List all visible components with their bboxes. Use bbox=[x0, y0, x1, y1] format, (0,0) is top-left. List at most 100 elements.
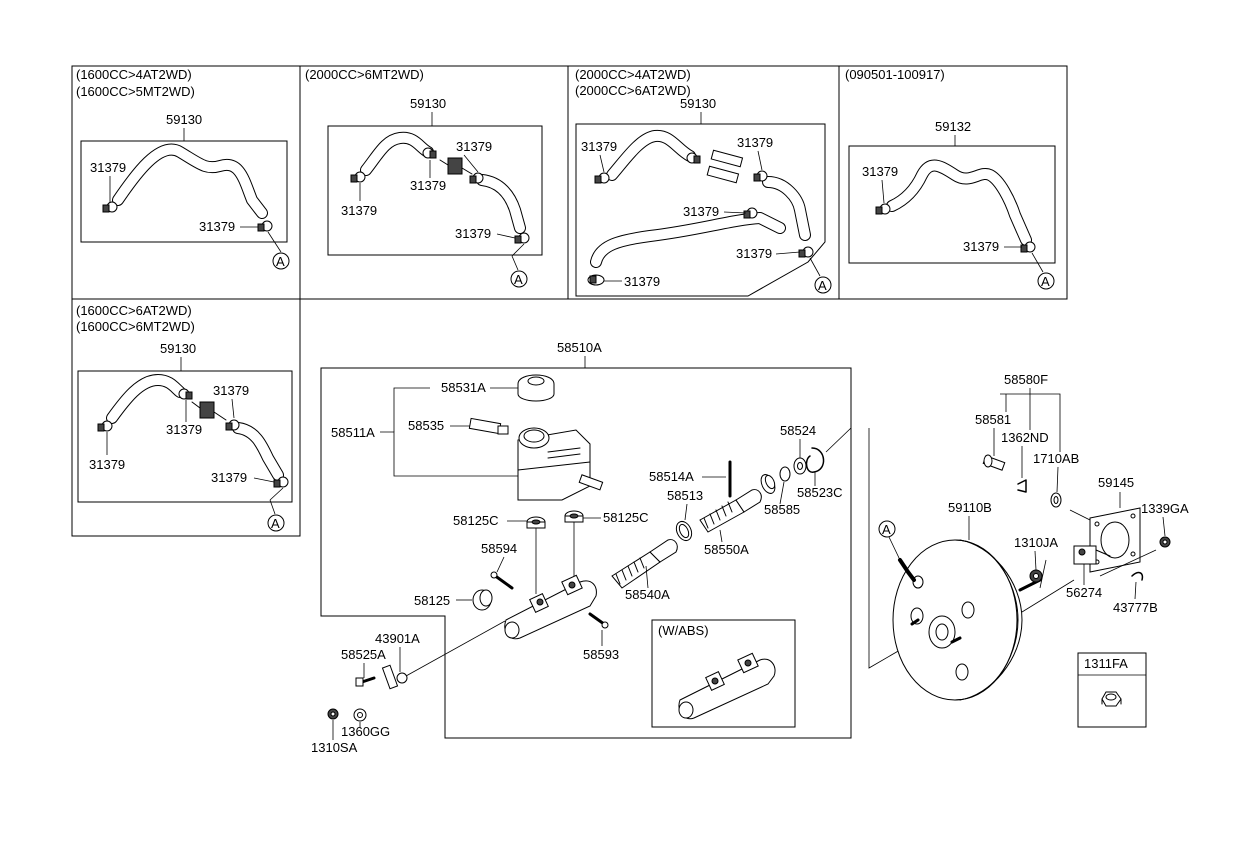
hose-clamp-icon bbox=[875, 203, 891, 215]
panel-5-title-1: (1600CC>6AT2WD) bbox=[76, 303, 192, 318]
panel-5-clamp-label-c: 31379 bbox=[89, 457, 125, 472]
panel-2-clamp-label-b: 31379 bbox=[410, 178, 446, 193]
hose-clamp-icon bbox=[257, 220, 273, 232]
panel-4-hose-label: 59132 bbox=[935, 119, 971, 134]
hose-clamp-icon bbox=[514, 232, 530, 244]
plug-icon bbox=[472, 589, 493, 611]
panel-2000cc-4at-6at: (2000CC>4AT2WD) (2000CC>6AT2WD) 59130 31… bbox=[575, 67, 832, 297]
panel-1-ref: A bbox=[276, 254, 285, 269]
clip-label: 43777B bbox=[1113, 600, 1158, 615]
ref-a-circle bbox=[272, 252, 290, 270]
panel-1600cc-6at-6mt: (1600CC>6AT2WD) (1600CC>6MT2WD) 59130 31… bbox=[76, 303, 293, 532]
panel-5-title-2: (1600CC>6MT2WD) bbox=[76, 319, 195, 334]
hose-clamp-icon bbox=[743, 207, 758, 219]
reservoir-cap-icon bbox=[517, 374, 555, 402]
ref-a-circle bbox=[267, 514, 285, 532]
clevis-pin-label: 58581 bbox=[975, 412, 1011, 427]
nut-b-icon bbox=[1029, 569, 1043, 583]
panel-5-clamp-label-a: 31379 bbox=[213, 383, 249, 398]
panel-3-clamp-label-e: 31379 bbox=[624, 274, 660, 289]
nut-icon bbox=[327, 708, 339, 720]
check-valve-icon bbox=[191, 401, 227, 421]
snap-ring-icon bbox=[805, 447, 825, 473]
cup-seal-label: 58524 bbox=[780, 423, 816, 438]
bleeder-label: 58593 bbox=[583, 647, 619, 662]
panel-2-title-1: (2000CC>6MT2WD) bbox=[305, 67, 424, 82]
pin-icon bbox=[490, 571, 514, 590]
sensor-label: 58535 bbox=[408, 418, 444, 433]
hex-nut-icon bbox=[1101, 691, 1122, 707]
clip-icon bbox=[1131, 571, 1144, 581]
panel-5-clamp-label-d: 31379 bbox=[211, 470, 247, 485]
seal-ring-label: 58513 bbox=[667, 488, 703, 503]
ref-a-circle bbox=[510, 270, 528, 288]
ref-a-circle bbox=[814, 276, 832, 294]
abs-master-cylinder-icon bbox=[678, 652, 776, 720]
panel-2000cc-6mt: (2000CC>6MT2WD) 59130 31379 31379 31379 … bbox=[305, 67, 543, 288]
grommet-right-label: 58125C bbox=[603, 510, 649, 525]
cup-seal-icon bbox=[793, 457, 807, 475]
clevis-label: 56274 bbox=[1066, 585, 1102, 600]
panel-1-clamp-label-b: 31379 bbox=[199, 219, 235, 234]
abs-label: (W/ABS) bbox=[658, 623, 709, 638]
secondary-piston-label: 58540A bbox=[625, 587, 670, 602]
cap-label: 58531A bbox=[441, 380, 486, 395]
panel-3-title-1: (2000CC>4AT2WD) bbox=[575, 67, 691, 82]
washer-label: 1360GG bbox=[341, 724, 390, 739]
kit-label: 58580F bbox=[1004, 372, 1048, 387]
hose-clamp-icon bbox=[350, 171, 366, 183]
nut-a-icon bbox=[1159, 536, 1171, 548]
hose-clamp-icon bbox=[587, 274, 605, 286]
spring-pin-icon bbox=[1017, 479, 1027, 493]
hose-clamp-icon bbox=[102, 201, 118, 213]
bolt-label: 58525A bbox=[341, 647, 386, 662]
nut-a-label: 1339GA bbox=[1141, 501, 1189, 516]
clevis-pin-icon bbox=[982, 454, 1006, 471]
brake-booster-section: A 59110B 58580F 58581 1362ND bbox=[868, 372, 1189, 728]
bracket-label: 43901A bbox=[375, 631, 420, 646]
cup-seal-small-icon bbox=[779, 466, 791, 482]
primary-piston-label: 58550A bbox=[704, 542, 749, 557]
panel-090501-100917: (090501-100917) 59132 31379 31379 A bbox=[845, 67, 1056, 290]
panel-4-clamp-label-b: 31379 bbox=[963, 239, 999, 254]
master-cylinder-section: 58510A 58531A 58511A 58535 bbox=[311, 340, 852, 755]
seal-ring-icon bbox=[675, 520, 693, 542]
cup-icon bbox=[760, 474, 776, 494]
panel-5-clamp-label-b: 31379 bbox=[166, 422, 202, 437]
hose-clamp-icon bbox=[469, 172, 484, 184]
hose-clamp-icon bbox=[798, 246, 814, 258]
panel-2-clamp-label-a: 31379 bbox=[456, 139, 492, 154]
mc-assembly-label: 58510A bbox=[557, 340, 602, 355]
clevis-icon bbox=[1073, 545, 1111, 565]
panel-2-hose-label: 59130 bbox=[410, 96, 446, 111]
panel-4-clamp-label-a: 31379 bbox=[862, 164, 898, 179]
grommet-left-label: 58125C bbox=[453, 513, 499, 528]
grommet-icon bbox=[564, 510, 584, 523]
ref-a-circle bbox=[878, 520, 896, 538]
hose-clamp-icon bbox=[753, 170, 768, 182]
bleeder-screw-icon bbox=[588, 612, 609, 629]
hose-clamp-icon bbox=[1020, 241, 1036, 253]
panel-3-clamp-label-b: 31379 bbox=[737, 135, 773, 150]
plug-label: 58125 bbox=[414, 593, 450, 608]
panel-1-title-1: (1600CC>4AT2WD) bbox=[76, 67, 192, 82]
primary-piston-icon bbox=[699, 489, 762, 533]
panel-3-ref: A bbox=[818, 278, 827, 293]
hose-clamp-icon bbox=[422, 147, 437, 159]
nut-box-frame bbox=[1077, 652, 1147, 728]
nut-label: 1310SA bbox=[311, 740, 358, 755]
panel-2-ref: A bbox=[514, 272, 523, 287]
panel-1-title-2: (1600CC>5MT2WD) bbox=[76, 84, 195, 99]
panel-3-hose-label: 59130 bbox=[680, 96, 716, 111]
bracket-icon bbox=[381, 664, 408, 690]
gasket-label: 59145 bbox=[1098, 475, 1134, 490]
panel-2-clamp-label-d: 31379 bbox=[455, 226, 491, 241]
reservoir-label: 58511A bbox=[331, 425, 375, 440]
panel-3-clamp-label-c: 31379 bbox=[683, 204, 719, 219]
hose-clamp-icon bbox=[594, 172, 610, 184]
panel-4-ref: A bbox=[1041, 274, 1050, 289]
panel-3-clamp-label-d: 31379 bbox=[736, 246, 772, 261]
brake-booster-icon bbox=[892, 539, 1042, 701]
panel-2-clamp-label-c: 31379 bbox=[341, 203, 377, 218]
nut-b-label: 1310JA bbox=[1014, 535, 1058, 550]
